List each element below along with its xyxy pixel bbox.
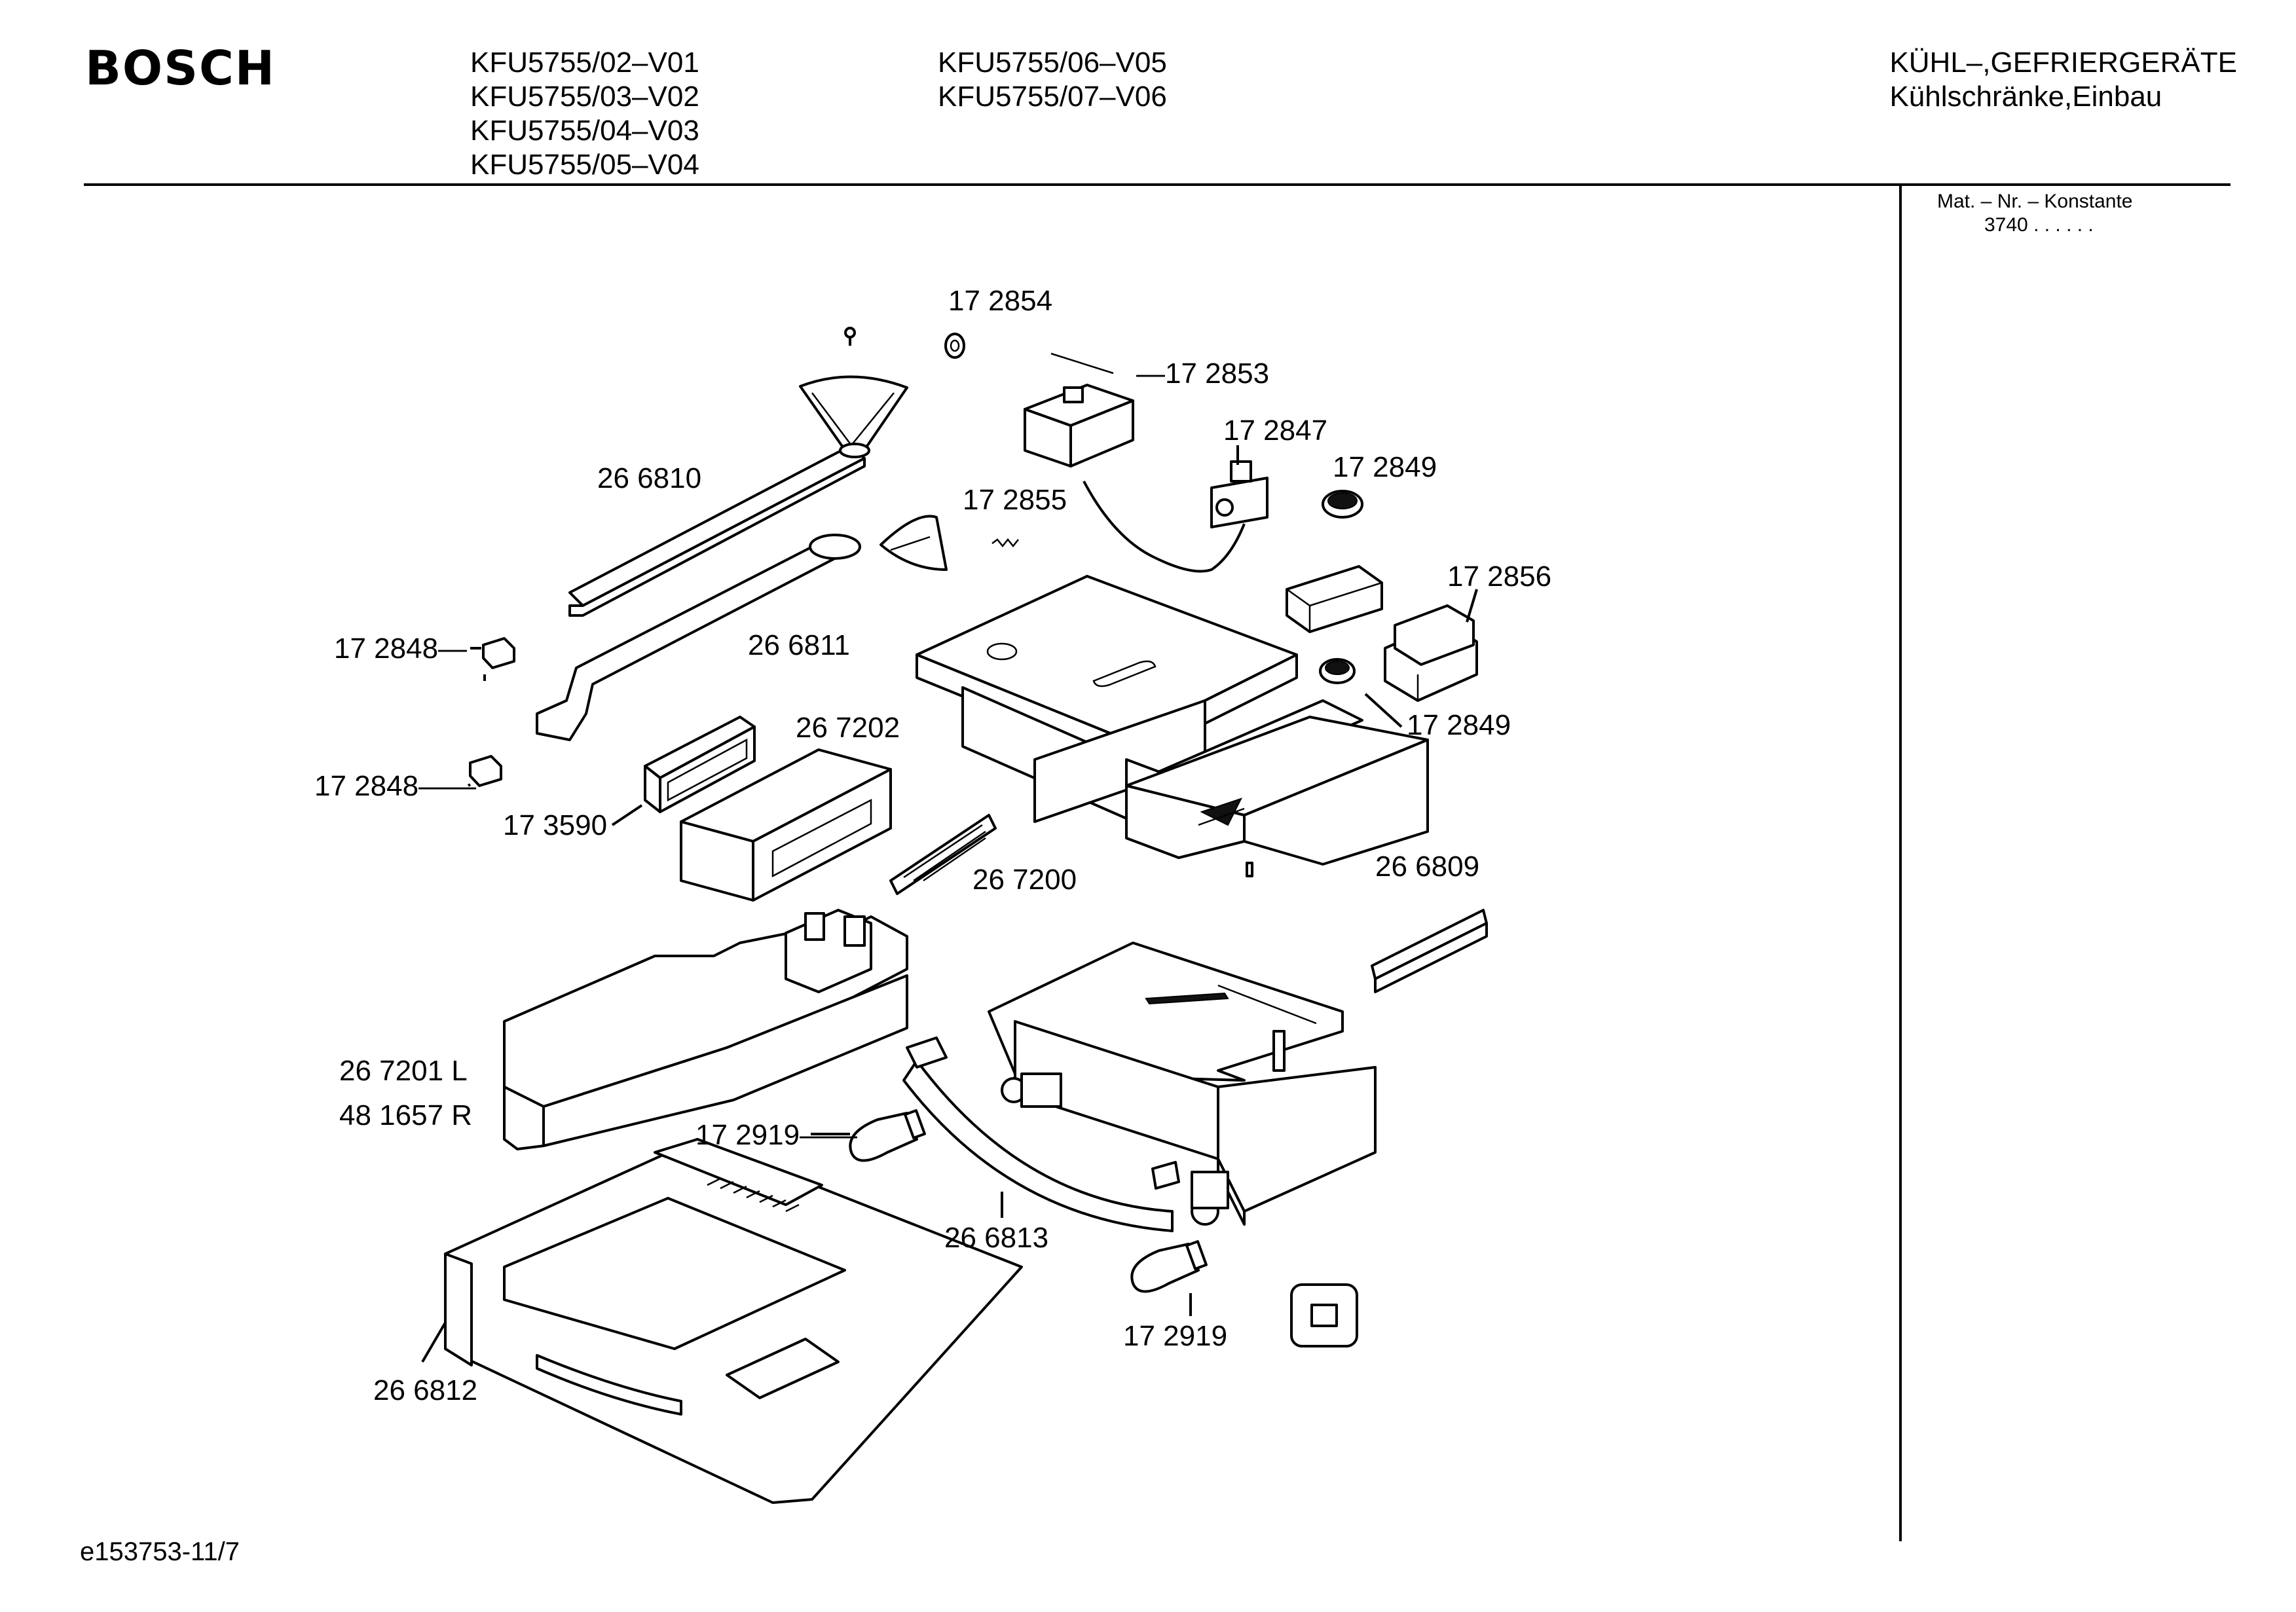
screw-icon [1246, 862, 1253, 877]
thermostat-part [1083, 460, 1268, 573]
header-divider [84, 183, 2231, 186]
part-label: 26 6810 [597, 462, 701, 494]
part-label: 17 2919 [1123, 1320, 1227, 1352]
part-label: 17 3590 [503, 809, 607, 841]
product-category: KÜHL–,GEFRIERGERÄTE Kühlschränke,Einbau [1889, 46, 2237, 114]
model-number: KFU5755/04–V03 [470, 115, 699, 147]
part-label: 17 2856 [1447, 560, 1551, 593]
model-list-primary: KFU5755/02–V01 KFU5755/03–V02 KFU5755/04… [470, 46, 699, 182]
model-number: KFU5755/05–V04 [470, 149, 699, 181]
part-label: 26 7201 L [339, 1055, 468, 1087]
model-number: KFU5755/03–V02 [470, 81, 699, 113]
part-label: 26 6811 [748, 629, 850, 661]
part-label: 26 7200 [972, 864, 1077, 896]
part-label: 26 6809 [1375, 851, 1479, 883]
part-label: 17 2849 [1407, 709, 1511, 741]
category-subtitle: Kühlschränke,Einbau [1889, 81, 2162, 113]
lever-arm-lower [536, 515, 948, 741]
gear-lower [1319, 658, 1356, 684]
part-label: 17 2854 [948, 285, 1052, 317]
gear-top [1322, 490, 1363, 519]
part-label: 17 2848— [334, 632, 467, 665]
part-label: —17 2853 [1136, 357, 1269, 390]
lever-arm-upper [568, 375, 908, 617]
part-label: 17 2848—— [314, 770, 476, 802]
material-value: 3740 . . . . . . [1984, 214, 2094, 236]
model-number: KFU5755/07–V06 [938, 81, 1167, 113]
sidebar-divider [1899, 186, 1902, 1541]
frame-part [644, 716, 756, 813]
part-label: 26 7202 [796, 712, 900, 744]
category-title: KÜHL–,GEFRIERGERÄTE [1889, 46, 2237, 79]
switch-button [1290, 1283, 1358, 1347]
leader-lines [421, 445, 1478, 1363]
clip-upper [482, 637, 515, 681]
model-number: KFU5755/02–V01 [470, 46, 699, 79]
part-label: 26 6812 [373, 1374, 477, 1406]
light-bulb-right [1130, 1240, 1208, 1293]
part-label: 17 2847 [1223, 414, 1327, 447]
knob-part [944, 333, 965, 359]
part-label: 17 2849 [1333, 451, 1437, 483]
part-label: 17 2919—— [695, 1119, 857, 1151]
spring-part [991, 538, 1019, 548]
model-number: KFU5755/06–V05 [938, 46, 1167, 79]
part-label: 48 1657 R [339, 1099, 472, 1131]
lamp-housing [1384, 604, 1478, 702]
connector-part [1286, 565, 1383, 633]
clip-lower [469, 755, 502, 787]
seal-strip [1371, 909, 1488, 993]
light-bulb-left [849, 1109, 926, 1162]
drawing-code: e153753-11/7 [80, 1537, 240, 1566]
material-label: Mat. – Nr. – Konstante [1937, 191, 2133, 212]
bottom-tray [444, 1138, 1023, 1504]
thermostat-box [1024, 352, 1134, 467]
air-duct-housing [503, 909, 908, 1150]
brand-logo: BOSCH [85, 41, 276, 96]
vent-grille [889, 814, 997, 895]
screw-icon [844, 327, 856, 346]
part-label: 17 2855 [963, 484, 1067, 516]
part-label: 26 6813 [944, 1222, 1048, 1254]
model-list-secondary: KFU5755/06–V05 KFU5755/07–V06 [938, 46, 1167, 114]
lamp-cover-housing [902, 942, 1377, 1232]
air-duct-block [680, 748, 892, 902]
drip-tray [1125, 716, 1429, 866]
material-number-box: Mat. – Nr. – Konstante 3740 . . . . . . [1937, 190, 2133, 237]
